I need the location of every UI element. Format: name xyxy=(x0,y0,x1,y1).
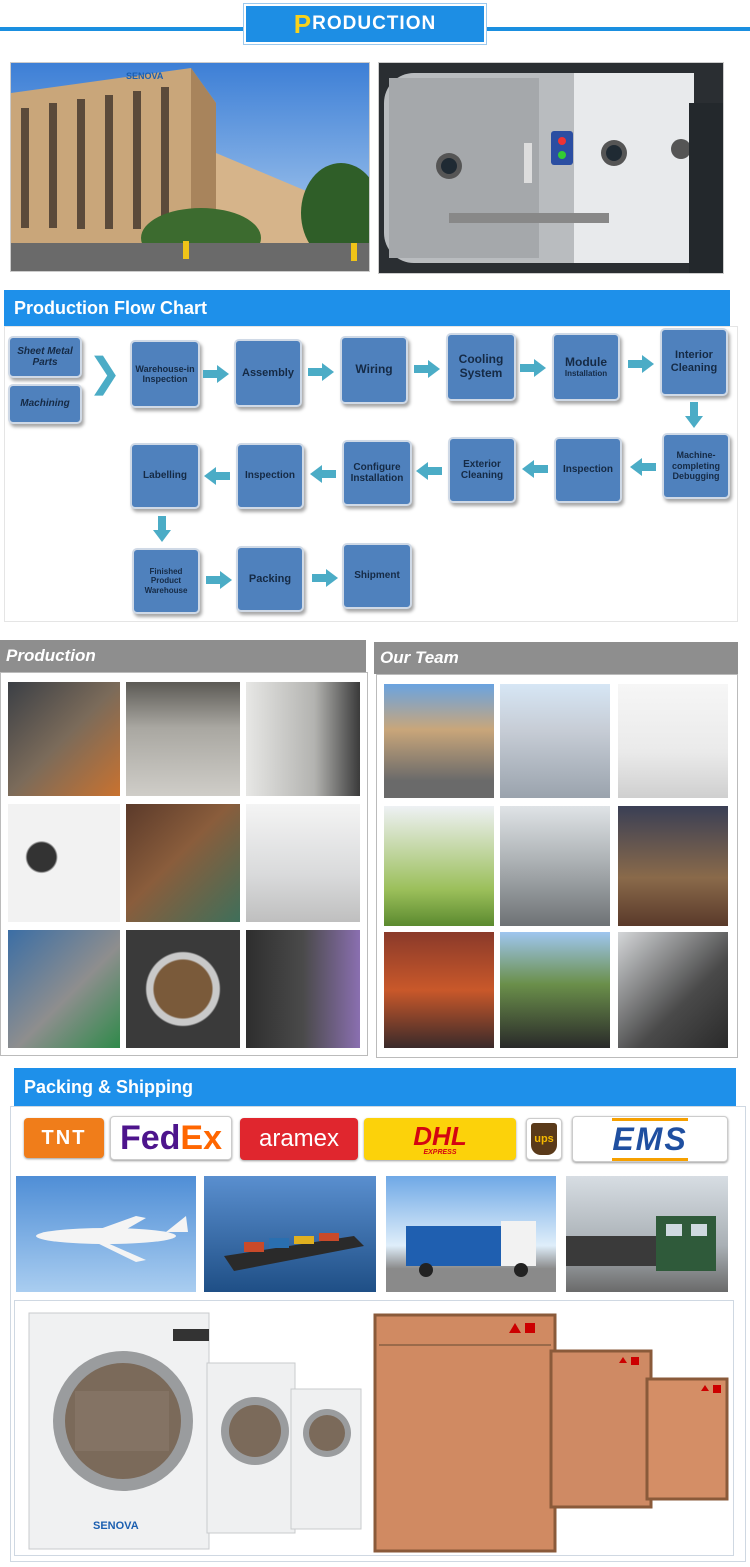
step-machining: Machining xyxy=(8,384,82,424)
production-photo xyxy=(246,930,360,1048)
freeze-dryer-large xyxy=(28,1312,210,1550)
arrow-right-icon xyxy=(414,360,440,378)
header-rule-left xyxy=(0,27,244,31)
step-cooling: Cooling System xyxy=(446,333,516,401)
arrow-right-icon xyxy=(312,569,338,587)
header-rule-right xyxy=(486,27,750,31)
step-finished-warehouse: Finished Product Warehouse xyxy=(132,548,200,614)
production-photo xyxy=(126,930,240,1048)
step-shipment: Shipment xyxy=(342,543,412,609)
step-interior-cleaning: Interior Cleaning xyxy=(660,328,728,396)
arrow-right-icon xyxy=(308,363,334,381)
step-labelling: Labelling xyxy=(130,443,200,509)
arrow-left-icon xyxy=(204,467,230,485)
chevron-right-icon: ❯ xyxy=(88,351,122,395)
arrow-left-icon xyxy=(310,465,336,483)
wooden-crate-medium xyxy=(549,1349,653,1509)
arrow-left-icon xyxy=(416,462,442,480)
truck-photo xyxy=(386,1176,556,1292)
team-photo xyxy=(500,932,610,1048)
module-sub-label: Installation xyxy=(564,369,608,379)
production-photo xyxy=(246,682,360,796)
team-photo xyxy=(500,684,610,798)
step-wiring: Wiring xyxy=(340,336,408,404)
train-photo xyxy=(566,1176,728,1292)
page-title: Production xyxy=(244,4,486,44)
aramex-logo: aramex xyxy=(240,1118,358,1160)
arrow-down-icon xyxy=(153,516,171,542)
step-machine-debugging: Machine-completing Debugging xyxy=(662,433,730,499)
team-photo xyxy=(384,806,494,926)
product-logo: SENOVA xyxy=(93,1520,139,1532)
team-photo xyxy=(618,806,728,926)
freeze-dryer-small xyxy=(290,1388,362,1530)
team-photo xyxy=(384,932,494,1048)
arrow-left-icon xyxy=(522,460,548,478)
step-configure-installation: Configure Installation xyxy=(342,440,412,506)
step-sheet-metal: Sheet Metal Parts xyxy=(8,336,82,378)
production-photo xyxy=(8,804,120,922)
building-sign: SENOVA xyxy=(126,71,164,81)
module-label: Module xyxy=(565,354,607,369)
step-assembly: Assembly xyxy=(234,339,302,407)
tnt-logo: TNT xyxy=(24,1118,104,1158)
production-photo xyxy=(126,682,240,796)
production-photo xyxy=(8,930,120,1048)
arrow-left-icon xyxy=(630,458,656,476)
production-photo xyxy=(246,804,360,922)
wooden-crate-small xyxy=(645,1377,729,1501)
airplane-photo xyxy=(16,1176,196,1292)
step-warehouse-in: Warehouse-in Inspection xyxy=(130,340,200,408)
cargo-ship-photo xyxy=(204,1176,376,1292)
arrow-right-icon xyxy=(520,359,546,377)
freeze-dryer-medium xyxy=(206,1362,296,1534)
title-rest: roduction xyxy=(312,13,437,34)
ups-logo: ups xyxy=(526,1118,562,1160)
freeze-dryer-chamber-photo xyxy=(378,62,724,274)
step-packing: Packing xyxy=(236,546,304,612)
step-inspection-2: Inspection xyxy=(236,443,304,509)
step-module: Module Installation xyxy=(552,333,620,401)
step-exterior-cleaning: Exterior Cleaning xyxy=(448,437,516,503)
production-photo xyxy=(126,804,240,922)
shipping-section-title: Packing & Shipping xyxy=(14,1068,736,1106)
factory-building-photo: SENOVA xyxy=(10,62,370,272)
team-photo xyxy=(384,684,494,798)
title-initial: P xyxy=(293,8,313,39)
ems-logo: EMS xyxy=(572,1116,728,1162)
flow-arrows xyxy=(153,355,703,589)
production-photo xyxy=(8,682,120,796)
team-section-title: Our Team xyxy=(374,642,738,674)
step-inspection-1: Inspection xyxy=(554,437,622,503)
flow-chart-title: Production Flow Chart xyxy=(4,290,730,326)
arrow-right-icon xyxy=(206,571,232,589)
team-photo xyxy=(618,932,728,1048)
wooden-crate-large xyxy=(373,1313,557,1553)
production-section-title: Production xyxy=(0,640,366,672)
dhl-logo: DHL EXPRESS xyxy=(364,1118,516,1160)
arrow-down-icon xyxy=(685,402,703,428)
packing-photo-panel: SENOVA xyxy=(14,1300,734,1556)
arrow-right-icon xyxy=(628,355,654,373)
arrow-right-icon xyxy=(203,365,229,383)
team-photo xyxy=(618,684,728,798)
team-photo xyxy=(500,806,610,926)
